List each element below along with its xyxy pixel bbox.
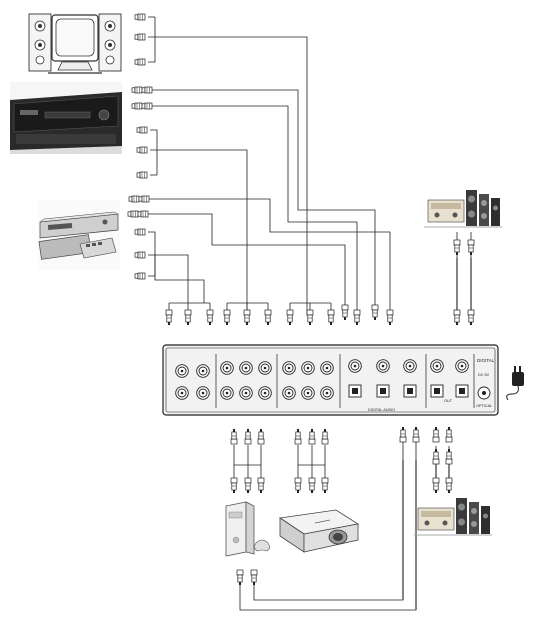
digital-audio-label: DIGITAL AUDIO xyxy=(368,408,395,412)
hifi-system-icon xyxy=(424,190,502,228)
rca-plugs-dvd xyxy=(127,195,150,280)
switch-panel: DIGITAL DC 5V OPTICAL DIGITAL AUDIO OUT xyxy=(162,344,499,416)
rca-plugs-tv xyxy=(134,13,146,66)
rca-plugs-panel-top xyxy=(165,239,475,326)
rca-plugs-receiver xyxy=(131,86,153,179)
optical-label: OPTICAL xyxy=(476,404,492,408)
hifi-system-icon xyxy=(414,498,492,536)
out-label: OUT xyxy=(444,399,453,403)
dvd-player-icon xyxy=(38,200,120,270)
tv-icon xyxy=(28,13,122,74)
dc-label: DC 5V xyxy=(478,373,490,377)
digital-label: DIGITAL xyxy=(477,358,495,363)
receiver-icon xyxy=(10,82,122,154)
rca-plugs-panel-bottom xyxy=(230,426,453,586)
projector-icon xyxy=(278,509,360,553)
power-adapter-icon xyxy=(506,366,524,401)
game-console-icon xyxy=(225,501,270,557)
